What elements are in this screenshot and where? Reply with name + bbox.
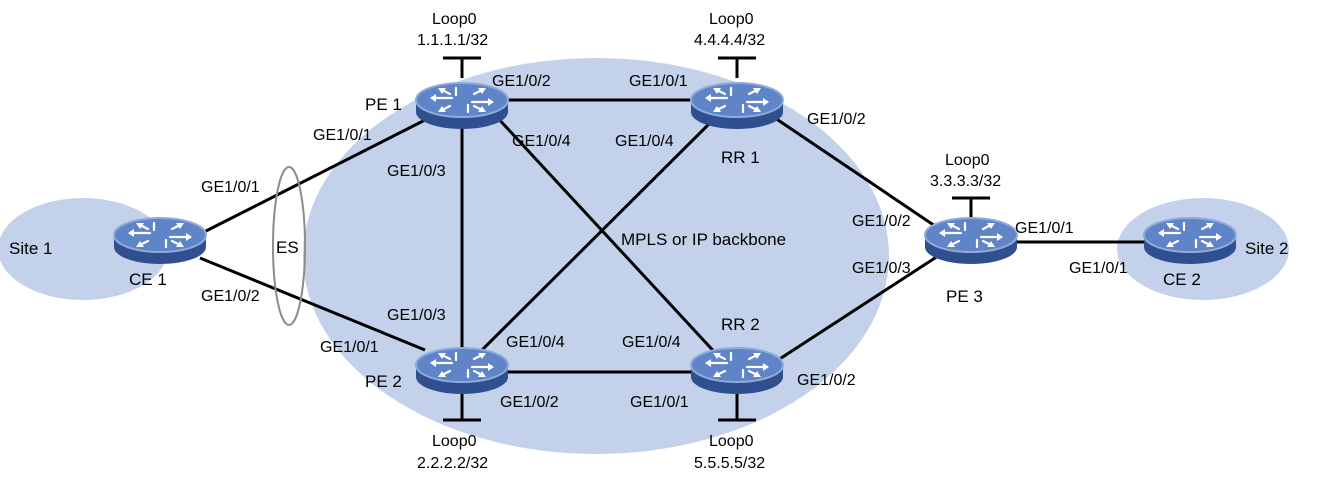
ce2-port-1: GE1/0/1 [1069,260,1128,277]
link-rr1-pe3 [774,116,939,230]
rr1-name: RR 1 [721,148,760,167]
rr2-name: RR 2 [721,315,760,334]
rr1-port-4: GE1/0/4 [615,133,674,150]
link-pe2-rr1 [478,113,720,354]
rr2-port-1: GE1/0/1 [630,394,689,411]
rr1-loop-label: Loop0 [709,11,754,28]
pe3-port-2: GE1/0/2 [852,213,911,230]
link-pe1-rr2 [493,113,722,360]
pe2-port-3: GE1/0/3 [387,307,446,324]
router-icon-rr2 [689,346,785,396]
ce1-name: CE 1 [129,270,167,289]
pe3-loop-addr: 3.3.3.3/32 [930,173,1001,190]
es-ellipse [272,166,306,326]
ce2-name: CE 2 [1163,270,1201,289]
rr1-port-1: GE1/0/1 [629,73,688,90]
backbone-cloud [303,58,889,454]
pe2-loop-addr: 2.2.2.2/32 [417,455,488,472]
router-icon-ce2 [1142,216,1238,266]
loopback-stubs [443,56,990,422]
rr2-port-2: GE1/0/2 [797,372,856,389]
pe1-loop-addr: 1.1.1.1/32 [417,32,488,49]
pe1-loop-label: Loop0 [432,11,477,28]
link-ce1-pe1 [199,118,426,236]
pe2-port-1: GE1/0/1 [320,339,379,356]
rr1-port-2: GE1/0/2 [807,111,866,128]
site2-label: Site 2 [1245,239,1288,258]
backbone-label: MPLS or IP backbone [621,230,786,249]
links [199,98,1146,374]
link-ce1-pe2 [199,256,426,352]
pe1-port-3: GE1/0/3 [387,163,446,180]
pe1-name: PE 1 [365,95,402,114]
pe1-port-1: GE1/0/1 [313,127,372,144]
es-label: ES [276,238,299,257]
rr2-port-4: GE1/0/4 [622,334,681,351]
router-icon-pe3 [923,216,1019,266]
router-icon-rr1 [689,81,785,131]
pe3-port-1: GE1/0/1 [1015,220,1074,237]
router-icon-ce1 [112,216,208,266]
link-rr2-pe3 [774,254,939,364]
pe2-port-2: GE1/0/2 [500,394,559,411]
site1-label: Site 1 [9,239,52,258]
rr2-loop-label: Loop0 [709,433,754,450]
ce1-port-1: GE1/0/1 [201,179,260,196]
rr1-loop-addr: 4.4.4.4/32 [694,32,765,49]
router-icon-pe2 [414,346,510,396]
pe1-port-4: GE1/0/4 [512,133,571,150]
pe2-loop-label: Loop0 [432,433,477,450]
ce1-port-2: GE1/0/2 [201,288,260,305]
rr2-loop-addr: 5.5.5.5/32 [694,455,765,472]
pe3-name: PE 3 [946,287,983,306]
pe3-loop-label: Loop0 [945,152,990,169]
pe2-name: PE 2 [365,372,402,391]
pe1-port-2: GE1/0/2 [492,73,551,90]
pe2-port-4: GE1/0/4 [506,334,565,351]
pe3-port-3: GE1/0/3 [852,260,911,277]
